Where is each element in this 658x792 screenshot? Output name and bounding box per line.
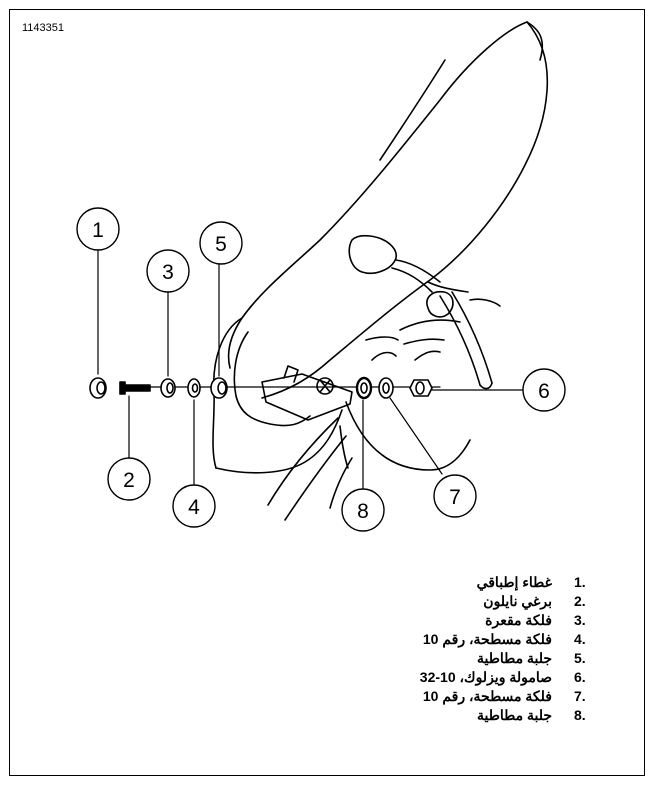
svg-text:5: 5 [215, 233, 227, 256]
legend-number: 4. [574, 631, 586, 647]
legend-number: 5. [574, 650, 586, 666]
svg-text:6: 6 [538, 380, 550, 403]
svg-text:1: 1 [92, 219, 104, 242]
legend-label: جلبة مطاطية [476, 650, 552, 666]
overlap-cap-part [89, 377, 107, 399]
legend-item: 7. فلكة مسطحة، رقم 10 [150, 688, 610, 707]
callouts: 1 2 3 4 5 6 7 8 [76, 207, 566, 532]
legend-label: فلكة مسطحة، رقم 10 [422, 688, 552, 704]
parts-legend: 1. غطاء إطباقي 2. برغي نايلون 3. فلكة مق… [150, 574, 610, 726]
legend-label: فلكة مقعرة [485, 612, 552, 628]
windshield-illustration [212, 21, 549, 521]
callout-8: 8 [341, 488, 385, 532]
wiz-lock-nut-part [409, 379, 433, 397]
callout-6: 6 [522, 368, 566, 412]
legend-label: برغي نايلون [483, 593, 552, 609]
callout-1: 1 [76, 207, 120, 251]
flat-washer-part [187, 378, 201, 398]
legend-number: 2. [574, 593, 586, 609]
legend-label: صامولة ويزلوك، 10-32 [419, 669, 552, 685]
legend-item: 6. صامولة ويزلوك، 10-32 [150, 669, 610, 688]
bracket-illustration [261, 365, 353, 421]
legend-label: جلبة مطاطية [476, 707, 552, 723]
legend-number: 8. [574, 707, 586, 723]
legend-item: 5. جلبة مطاطية [150, 650, 610, 669]
legend-item: 2. برغي نايلون [150, 593, 610, 612]
legend-number: 6. [574, 669, 586, 685]
legend-item: 4. فلكة مسطحة، رقم 10 [150, 631, 610, 650]
callout-2: 2 [107, 457, 151, 501]
concave-washer-part [160, 378, 176, 398]
legend-number: 1. [574, 574, 586, 590]
svg-text:2: 2 [123, 469, 135, 492]
rubber-bushing-part [210, 377, 228, 399]
svg-text:7: 7 [449, 486, 461, 509]
hardware-parts [89, 376, 433, 400]
legend-label: غطاء إطباقي [476, 574, 552, 590]
callout-7: 7 [433, 474, 477, 518]
legend-number: 7. [574, 688, 586, 704]
mirror-mount-illustration [348, 234, 501, 390]
figure-id: 1143351 [22, 22, 65, 34]
rubber-bushing-part-right [355, 376, 373, 400]
callout-5: 5 [199, 221, 243, 265]
svg-text:3: 3 [162, 261, 174, 284]
leader-lines [97, 249, 524, 489]
legend-item: 1. غطاء إطباقي [150, 574, 610, 593]
callout-4: 4 [172, 484, 216, 528]
legend-item: 8. جلبة مطاطية [150, 707, 610, 726]
flat-washer-part-right [378, 377, 394, 399]
svg-text:4: 4 [188, 496, 200, 519]
legend-number: 3. [574, 612, 586, 628]
nylon-screw-part [119, 381, 151, 395]
legend-item: 3. فلكة مقعرة [150, 612, 610, 631]
svg-text:8: 8 [357, 500, 369, 523]
callout-3: 3 [146, 249, 190, 293]
legend-label: فلكة مسطحة، رقم 10 [422, 631, 552, 647]
